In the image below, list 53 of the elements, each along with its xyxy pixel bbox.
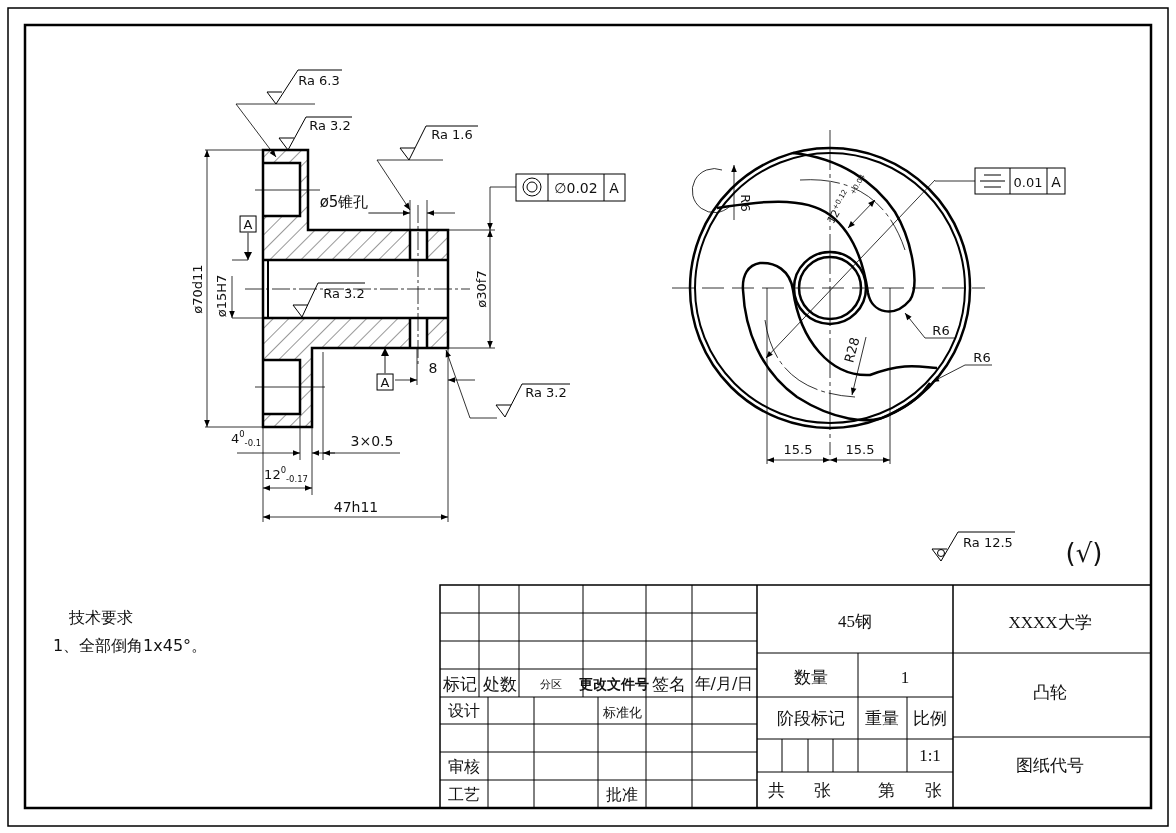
dimension-text: 15.5 [783,442,813,456]
title-block-text: 审核 [448,759,480,775]
title-block-text: 批准 [606,787,638,803]
dimension-text: 3×0.5 [350,434,394,448]
title-block-text: 设计 [448,703,480,719]
dimension-text: 47h11 [333,500,379,514]
title-block-text: 凸轮 [1033,683,1067,701]
dimension-text: R6 [738,194,752,212]
title-block-text: 比例 [913,709,947,727]
dimension-text: ø70d11 [190,264,204,314]
title-block-text: 共 [767,781,785,799]
title-block-text: XXXX大学 [1008,613,1092,631]
dimension-text: R28 [842,335,862,365]
note-text: 1、全部倒角1x45°。 [52,638,208,654]
title-block-text: 重量 [865,709,899,727]
roughness-value: Ra 6.3 [298,73,340,87]
title-block-text: 1 [900,668,910,686]
dimension-text: 8 [428,361,438,375]
tolerance-value: 0.01 [1013,175,1043,189]
roughness-value: Ra 3.2 [309,118,351,132]
title-block-text: 张 [813,781,831,799]
roughness-value: Ra 3.2 [525,385,567,399]
roughness-value: Ra 12.5 [963,535,1013,549]
datum-letter: A [609,181,619,195]
roughness-value: Ra 1.6 [431,127,473,141]
title-block-text: 第 [877,781,895,799]
title-block-text: 标记 [443,675,477,693]
title-block-text: 处数 [483,675,517,693]
dimension-text: R6 [932,323,950,337]
title-block-text: 签名 [652,675,686,693]
title-block-text: 工艺 [448,787,480,803]
title-block-text: 标准化 [602,705,642,719]
datum-label: A [239,215,257,233]
datum-letter: A [1051,175,1061,189]
title-block-text: 数量 [794,668,828,686]
title-block-text: 图纸代号 [1016,756,1084,774]
dimension-text: R6 [973,350,991,364]
title-block-text: 阶段标记 [777,709,845,727]
roughness-value: Ra 3.2 [323,286,365,300]
roughness-mark: (√) [1065,540,1103,566]
dimension-text: ø5锥孔 [319,194,369,210]
note-heading: 技术要求 [69,610,133,626]
dimension-text: ø30f7 [474,270,488,308]
tolerance-value: ∅0.02 [554,181,598,195]
title-block-text: 45钢 [838,612,872,630]
dimension-text: ø15H7 [214,274,228,318]
title-block-text: 1:1 [919,746,941,764]
dimension-text: 15.5 [845,442,875,456]
title-block-text: 年/月/日 [694,676,754,692]
title-block-text: 更改文件号 [579,677,649,691]
title-block-text: 张 [924,781,942,799]
title-block-text: 分区 [540,678,562,690]
datum-label: A [376,373,394,391]
